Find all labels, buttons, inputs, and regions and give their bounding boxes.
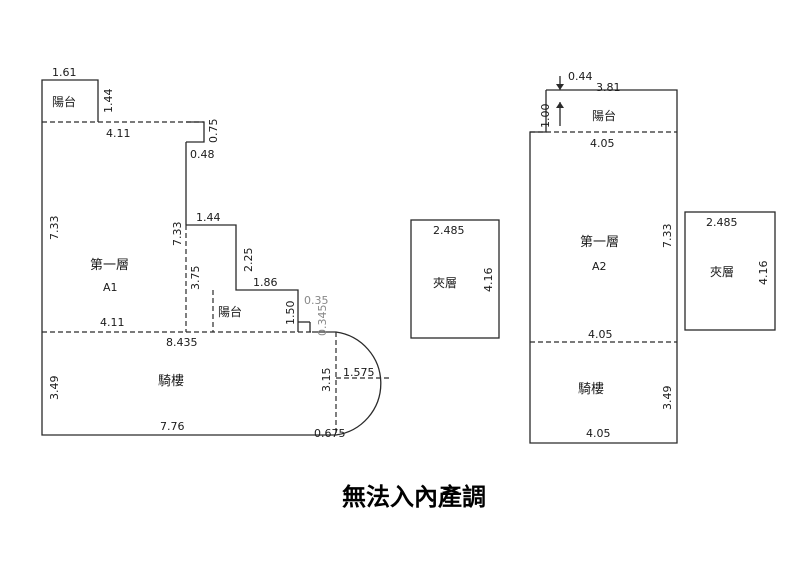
a1-notch-depth: 0.75 <box>207 119 220 144</box>
a2-right-height: 7.33 <box>661 224 674 249</box>
a1-step-width-2: 1.86 <box>253 276 278 289</box>
a2-main-bottom-width: 4.05 <box>588 328 613 341</box>
a1-arcade-label: 騎樓 <box>158 374 184 389</box>
a2-main-top-width: 4.05 <box>590 137 615 150</box>
a2-top-offset: 0.44 <box>568 70 593 83</box>
a2-balcony-depth: 1.00 <box>539 104 552 129</box>
mezzanine-a2-width: 2.485 <box>706 216 738 229</box>
a2-unit-label: A2 <box>592 260 607 273</box>
a1-arcade-bottom-width: 7.76 <box>160 420 185 433</box>
mezzanine-a1-outline <box>410 219 500 339</box>
a1-main-bottom-width: 4.11 <box>100 316 125 329</box>
unit-a1-plan <box>41 79 390 436</box>
a1-arcade-top-width: 8.435 <box>166 336 198 349</box>
footer-note: 無法入內產調 <box>342 483 486 511</box>
a2-top-width: 3.81 <box>596 81 621 94</box>
a1-balcony-top-depth: 1.44 <box>102 89 115 114</box>
unit-a2-plan <box>529 76 678 444</box>
a1-notch-width: 0.48 <box>190 148 215 161</box>
a2-floor-label: 第一層 <box>580 235 619 250</box>
a1-step <box>186 224 299 332</box>
mezzanine-a1-width: 2.485 <box>433 224 465 237</box>
a1-balcony-top-width: 1.61 <box>52 66 77 79</box>
a1-floor-label: 第一層 <box>90 258 129 273</box>
a2-arcade-height: 3.49 <box>661 386 674 411</box>
a1-unit-label: A1 <box>103 281 118 294</box>
a1-small-dim-2: 0.345 <box>316 305 329 337</box>
a1-arc-radius: 1.575 <box>343 366 375 379</box>
a1-inner-height: 7.33 <box>171 222 184 247</box>
a1-arcade-arc <box>312 331 382 436</box>
a1-arc-offset: 0.675 <box>314 427 346 440</box>
a1-inner-lower-height: 3.75 <box>189 266 202 291</box>
a1-step-width: 1.44 <box>196 211 221 224</box>
a2-arcade-bottom-width: 4.05 <box>586 427 611 440</box>
mezzanine-a2-label: 夾層 <box>710 265 734 279</box>
a1-balcony-mid-depth: 1.50 <box>284 301 297 326</box>
a1-left-height: 7.33 <box>48 216 61 241</box>
a2-arcade-label: 騎樓 <box>578 382 604 397</box>
mezzanine-a2-height: 4.16 <box>757 261 770 286</box>
a1-main-top-width: 4.11 <box>106 127 131 140</box>
mezzanine-a1-height: 4.16 <box>482 268 495 293</box>
a1-balcony-top-label: 陽台 <box>52 94 76 109</box>
mezzanine-a1-label: 夾層 <box>433 276 457 290</box>
a1-balcony-mid-label: 陽台 <box>218 304 242 319</box>
a2-offset-arrow-icon <box>556 84 564 90</box>
a1-small-dim-1: 0.35 <box>304 294 329 307</box>
a1-arcade-height: 3.49 <box>48 376 61 401</box>
mezzanine-a2-outline <box>684 211 776 331</box>
a1-arc-height: 3.15 <box>320 368 333 393</box>
a1-notch <box>186 121 205 143</box>
a2-balcony-label: 陽台 <box>592 108 616 123</box>
a1-step-height: 2.25 <box>242 248 255 273</box>
a1-top-balcony-outline <box>41 79 99 122</box>
a1-main-outline <box>41 122 312 436</box>
